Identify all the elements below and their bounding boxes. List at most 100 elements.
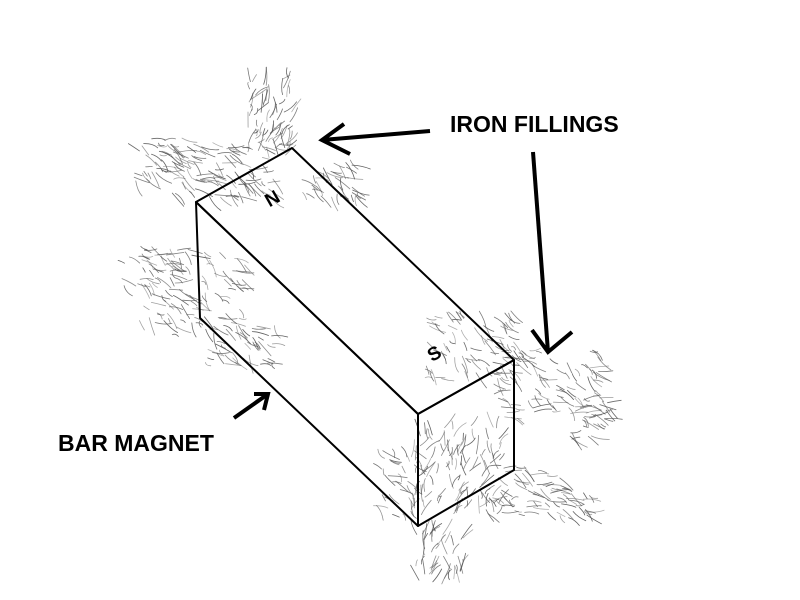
iron-filing-strand — [511, 355, 522, 362]
iron-filing-strand — [218, 183, 226, 191]
iron-filing-strand — [138, 255, 150, 260]
iron-filing-strand — [170, 143, 184, 159]
iron-filing-strand — [527, 400, 534, 409]
iron-filing-strand — [533, 500, 538, 508]
iron-filing-strand — [267, 84, 270, 103]
iron-filing-strand — [258, 141, 267, 151]
iron-filing-strand — [499, 378, 512, 386]
iron-filing-strand — [209, 259, 217, 278]
iron-filing-strand — [213, 175, 219, 186]
iron-filing-strand — [441, 568, 453, 585]
iron-filing-strand — [585, 404, 602, 411]
iron-filing-strand — [339, 165, 346, 180]
iron-filing-strand — [429, 526, 441, 536]
iron-filing-strand — [143, 248, 152, 253]
iron-filing-strand — [472, 456, 479, 468]
iron-filing-strand — [238, 317, 247, 320]
iron-filing-strand — [455, 311, 462, 321]
iron-filing-strand — [123, 285, 133, 297]
iron-filing-strand — [406, 455, 410, 462]
iron-filing-strand — [320, 195, 332, 208]
iron-filing-strand — [524, 511, 540, 515]
iron-filing-strand — [171, 333, 179, 337]
iron-filing-strand — [135, 180, 143, 197]
iron-filing-strand — [178, 257, 182, 269]
iron-filing-strand — [425, 365, 430, 375]
iron-filing-strand — [355, 195, 368, 208]
iron-filing-strand — [151, 293, 171, 300]
iron-filing-strand — [461, 363, 468, 378]
iron-filing-strand — [201, 177, 216, 180]
iron-filing-strand — [193, 156, 207, 159]
iron-filing-strand — [449, 340, 456, 344]
iron-filing-strand — [258, 341, 272, 357]
iron-filing-strand — [522, 472, 533, 487]
iron-filing-strand — [493, 316, 509, 329]
iron-filing-strand — [253, 129, 259, 134]
iron-filing-strand — [213, 325, 229, 336]
iron-filing-strand — [443, 343, 448, 351]
iron-filing-strand — [469, 462, 481, 472]
iron-filing-strand — [423, 478, 426, 492]
iron-filing-strand — [440, 443, 445, 452]
iron-filing-strand — [457, 555, 464, 574]
iron-filing-strand — [474, 327, 488, 342]
iron-filing-strand — [192, 178, 208, 183]
iron-filing-strand — [538, 373, 546, 388]
iron-filing-strand — [205, 328, 214, 343]
iron-filing-strand — [410, 564, 420, 581]
iron-filing-strand — [424, 523, 427, 539]
iron-filing-strand — [213, 332, 218, 350]
iron-filing-strand — [159, 154, 167, 157]
iron-filing-strand — [242, 329, 251, 337]
iron-filing-strand — [514, 510, 522, 513]
iron-filing-strand — [534, 395, 541, 406]
iron-filing-strand — [460, 552, 466, 572]
iron-filing-strand — [286, 79, 291, 98]
iron-filing-strand — [593, 412, 608, 416]
iron-filing-strand — [376, 505, 384, 521]
iron-filing-strand — [544, 502, 550, 508]
iron-filing-strand — [334, 177, 351, 190]
iron-filing-strand — [174, 277, 183, 284]
iron-filing-strand — [493, 383, 506, 390]
iron-filing-strand — [178, 289, 195, 300]
iron-filing-strand — [272, 343, 286, 346]
iron-filing-strand — [448, 447, 453, 456]
iron-filing-strand — [228, 288, 236, 291]
iron-filing-strand — [377, 448, 385, 459]
iron-filing-strand — [399, 489, 413, 494]
iron-filing-strand — [429, 475, 434, 485]
iron-filing-strand — [456, 505, 463, 514]
iron-filing-strand — [529, 347, 541, 352]
iron-filing-strand — [346, 177, 364, 180]
iron-filing-strand — [436, 495, 442, 502]
iron-filing-strand — [513, 341, 524, 359]
iron-filing-strand — [477, 359, 490, 367]
iron-filing-strand — [141, 283, 150, 299]
iron-filing-strand — [234, 171, 247, 185]
iron-filing-strand — [169, 170, 180, 177]
iron-filing-strand — [605, 409, 616, 422]
iron-filing-strand — [429, 555, 440, 569]
iron-filing-strand — [489, 453, 501, 464]
iron-filing-strand — [502, 356, 518, 360]
iron-filing-strand — [260, 363, 272, 366]
iron-filing-strand — [564, 372, 570, 380]
iron-filing-strand — [443, 563, 451, 579]
iron-filing-strand — [408, 497, 416, 509]
iron-filing-strand — [268, 188, 284, 200]
iron-filing-strand — [175, 156, 187, 164]
iron-filing-strand — [173, 166, 185, 178]
iron-filing-strand — [146, 278, 160, 285]
iron-filing-strand — [170, 260, 185, 266]
iron-filing-strand — [410, 510, 417, 519]
iron-filing-strand — [206, 263, 214, 266]
iron-filing-strand — [275, 142, 283, 149]
iron-filing-strand — [595, 390, 602, 396]
iron-filing-strand — [443, 430, 446, 446]
iron-filing-strand — [215, 343, 232, 354]
iron-filing-strand — [446, 311, 454, 323]
iron-filing-strand — [460, 523, 473, 540]
iron-filing-strand — [591, 497, 599, 499]
